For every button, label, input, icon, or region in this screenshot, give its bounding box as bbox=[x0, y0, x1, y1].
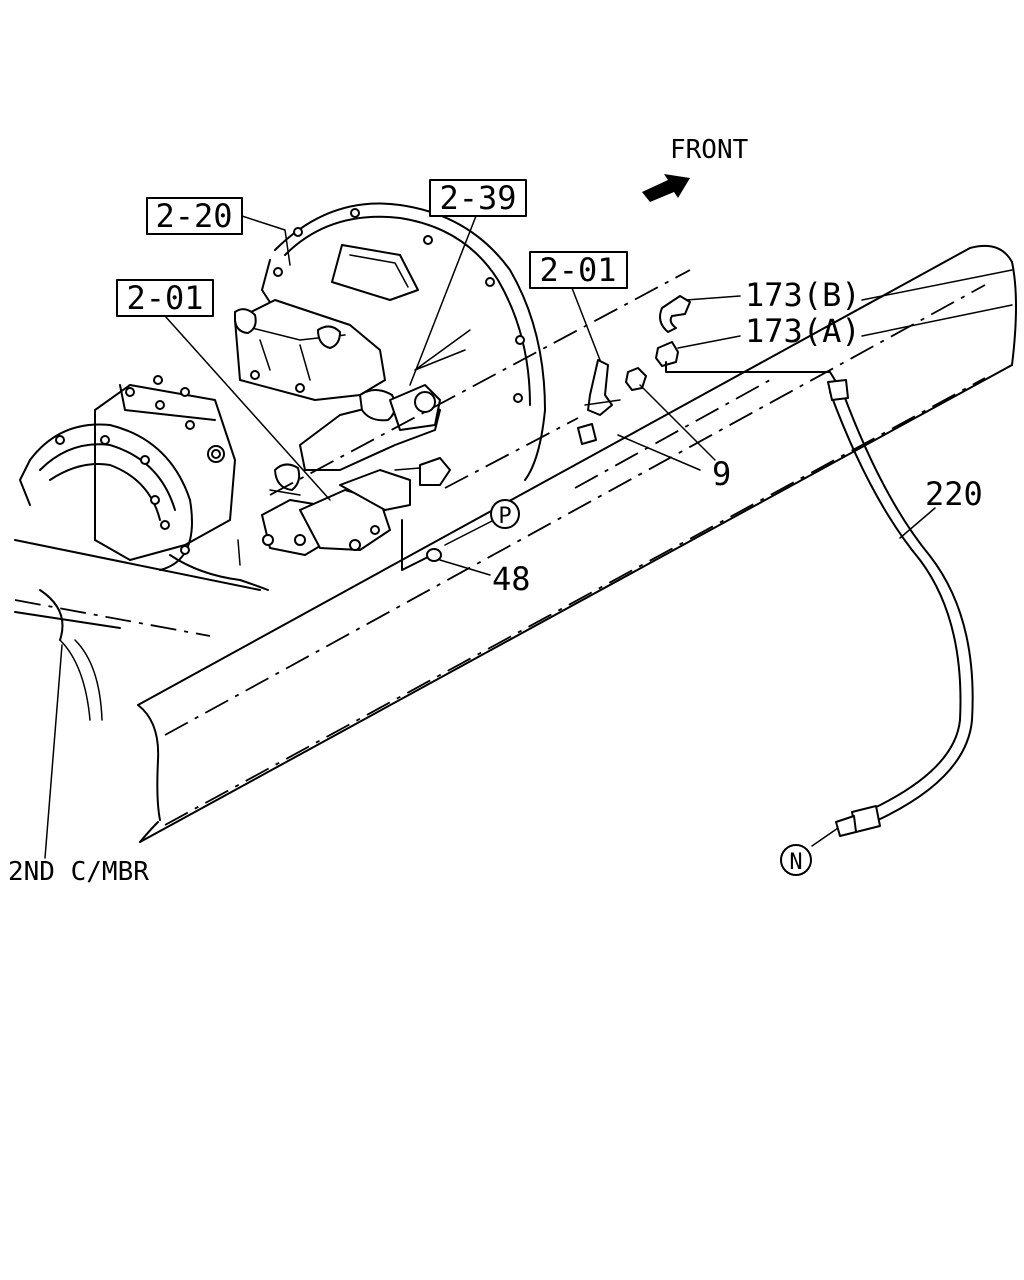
washer-48-group: P bbox=[401, 499, 520, 576]
front-label: FRONT bbox=[670, 135, 749, 165]
fittings bbox=[655, 295, 839, 386]
ref-box-2-39: 2-39 bbox=[429, 179, 527, 217]
frame-rail bbox=[137, 244, 1017, 843]
second-crossmember bbox=[14, 539, 261, 721]
front-indicator: FRONT bbox=[642, 135, 749, 202]
nut-9-icon bbox=[625, 367, 647, 391]
marker-n-group: N bbox=[780, 844, 812, 876]
ref-2-01-left-label: 2-01 bbox=[126, 279, 203, 317]
part-220-label: 220 bbox=[925, 475, 983, 513]
part-9-label: 9 bbox=[712, 455, 731, 493]
union-fitting-173a-icon bbox=[655, 341, 679, 367]
ref-box-2-20: 2-20 bbox=[146, 197, 243, 235]
marker-p-label: P bbox=[498, 504, 511, 529]
ref-2-01-right-label: 2-01 bbox=[539, 251, 616, 289]
marker-p-circle bbox=[490, 499, 520, 529]
part-173b-label: 173(B) bbox=[745, 276, 861, 314]
marker-n-label: N bbox=[789, 850, 802, 875]
ref-2-20-label: 2-20 bbox=[155, 197, 232, 235]
ref-2-39-label: 2-39 bbox=[439, 179, 516, 217]
ref-box-2-01-right: 2-01 bbox=[529, 251, 628, 289]
marker-n-circle bbox=[780, 844, 812, 876]
transmission-assembly bbox=[19, 202, 771, 591]
part-173a-label: 173(A) bbox=[745, 312, 861, 350]
front-arrow-icon bbox=[642, 174, 690, 202]
ref-box-2-01-left: 2-01 bbox=[116, 279, 214, 317]
leader-lines bbox=[44, 215, 1013, 859]
elbow-fitting-173b-icon bbox=[659, 295, 691, 333]
part-48-label: 48 bbox=[492, 560, 531, 598]
hose-220 bbox=[811, 379, 974, 847]
crossmember-label: 2ND C/MBR bbox=[8, 857, 149, 887]
washer-48-icon bbox=[426, 548, 442, 562]
